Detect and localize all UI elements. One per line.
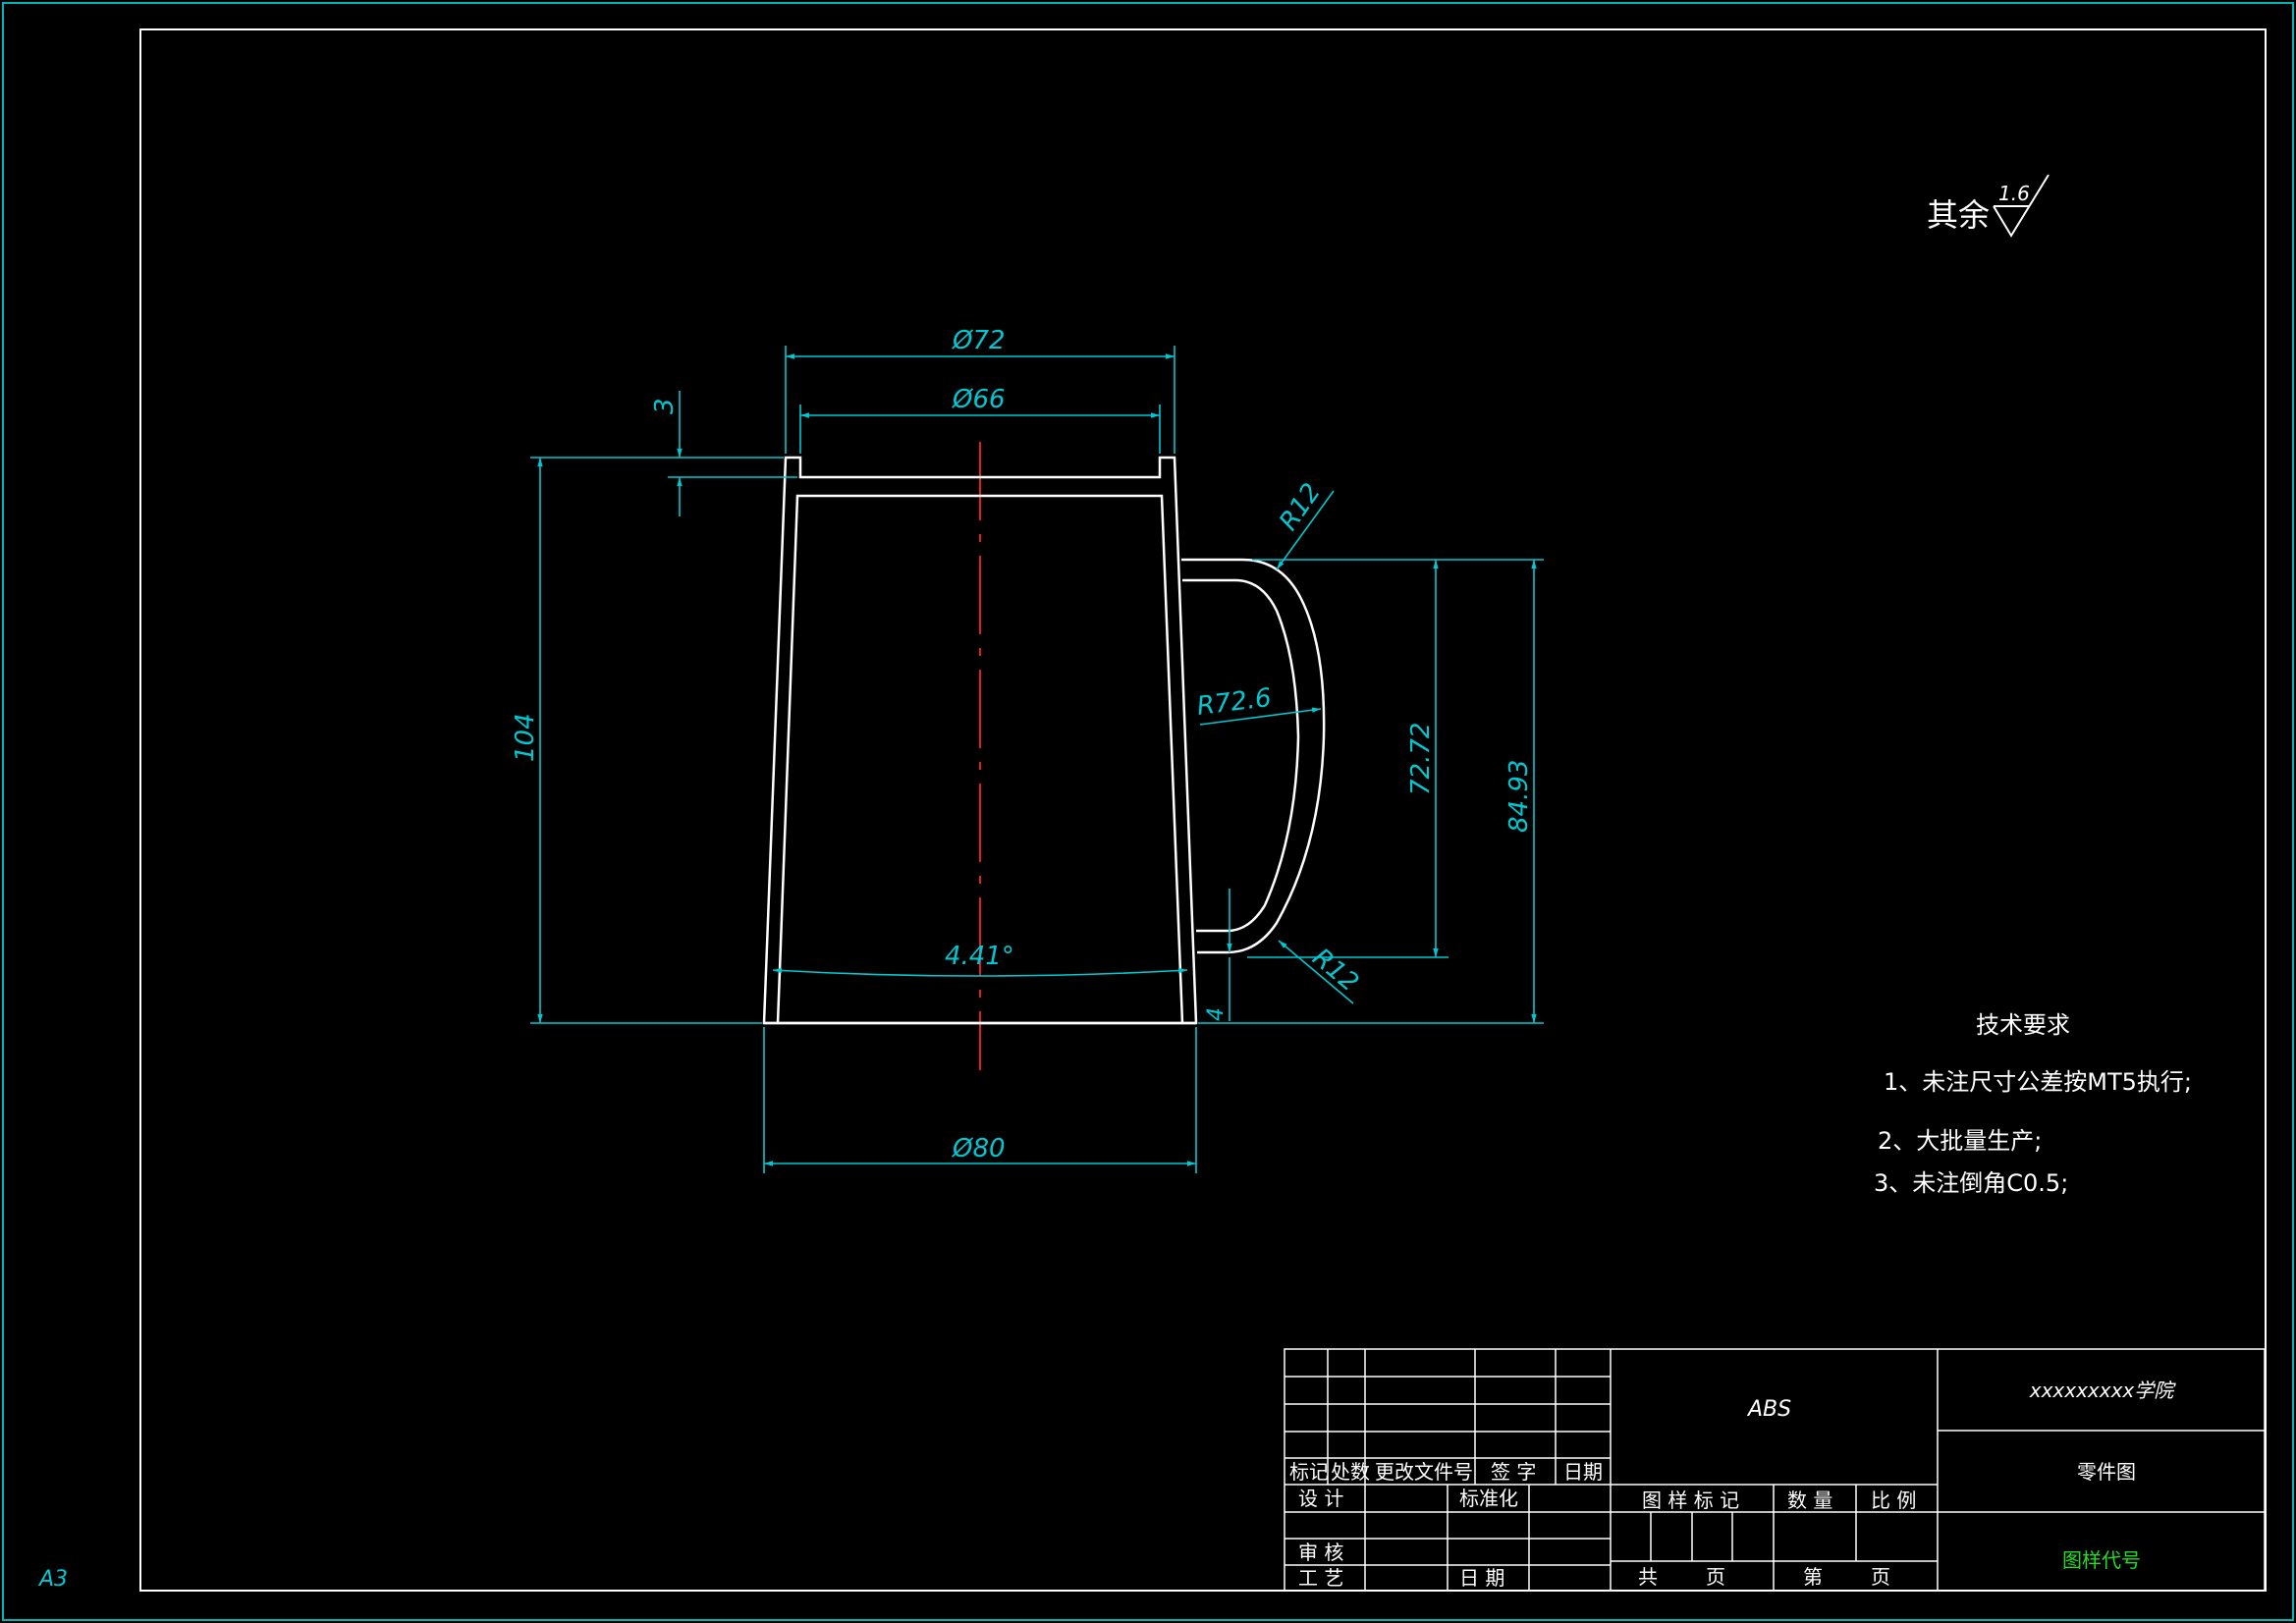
dim-height-84-93: 84.93 (1504, 760, 1534, 833)
dim-height-72-72: 72.72 (1406, 723, 1436, 795)
tech-requirement-item: 2、大批量生产; (1878, 1127, 2042, 1155)
roughness-value: 1.6 (1998, 182, 2030, 205)
sheet-size-label: A3 (37, 1567, 68, 1592)
title-block: 标记 处数 更改文件号 签 字 日期 设 计 标准化 审 核 工 艺 日 期 A… (1284, 1348, 2266, 1592)
tech-requirements-title: 技术要求 (1976, 1011, 2070, 1039)
dim-radius-12-top: R12 (1274, 478, 1327, 536)
tb-standardize: 标准化 (1459, 1487, 1518, 1510)
tb-stage-mark: 图 样 标 记 (1642, 1488, 1739, 1512)
roughness-check-icon (1993, 174, 2050, 238)
tb-date: 日 期 (1459, 1566, 1504, 1590)
tb-rev-header: 标记 (1289, 1460, 1329, 1484)
tb-page-word: 页 (1706, 1565, 1725, 1589)
tb-review: 审 核 (1298, 1541, 1343, 1564)
tb-scale: 比 例 (1871, 1488, 1916, 1512)
tb-school: xxxxxxxxx学院 (2029, 1379, 2177, 1402)
tb-quantity: 数 量 (1787, 1488, 1832, 1512)
roughness-symbol: 其余 1.6 (1927, 174, 2050, 238)
tech-requirement-item: 3、未注倒角C0.5; (1874, 1169, 2068, 1197)
dim-diameter-72: Ø72 (952, 326, 1006, 355)
cup-body (762, 456, 1198, 1025)
dim-gap-4: 4 (1204, 1007, 1229, 1021)
tech-requirement-item: 1、未注尺寸公差按MT5执行; (1884, 1068, 2192, 1096)
dim-height-104: 104 (511, 713, 540, 762)
tb-process: 工 艺 (1298, 1566, 1343, 1590)
tb-drawing-code: 图样代号 (2062, 1548, 2141, 1572)
roughness-label: 其余 (1927, 196, 1990, 234)
dimension-lines (530, 346, 1544, 1173)
tb-page-word: 页 (1871, 1565, 1890, 1589)
tb-rev-header: 更改文件号 (1375, 1460, 1473, 1484)
tb-rev-header: 日期 (1563, 1460, 1603, 1484)
tb-rev-header: 签 字 (1491, 1460, 1536, 1484)
cup-handle (1181, 558, 1326, 954)
tb-total-pages: 共 (1638, 1565, 1658, 1589)
tb-sheet-no: 第 (1803, 1565, 1823, 1589)
dim-angle: 4.41° (945, 942, 1014, 971)
tb-part-name: 零件图 (2077, 1460, 2136, 1484)
inner-frame (139, 28, 2267, 1592)
dim-diameter-66: Ø66 (952, 385, 1006, 414)
dim-diameter-80: Ø80 (952, 1134, 1006, 1163)
dim-radius-12-bottom: R12 (1307, 943, 1364, 998)
tb-material: ABS (1746, 1397, 1791, 1422)
tech-requirements: 技术要求 1、未注尺寸公差按MT5执行; 2、大批量生产; 3、未注倒角C0.5… (1874, 1011, 2192, 1197)
dim-rim-3: 3 (650, 398, 680, 414)
tb-design: 设 计 (1298, 1487, 1343, 1510)
tb-rev-header: 处数 (1331, 1460, 1370, 1484)
